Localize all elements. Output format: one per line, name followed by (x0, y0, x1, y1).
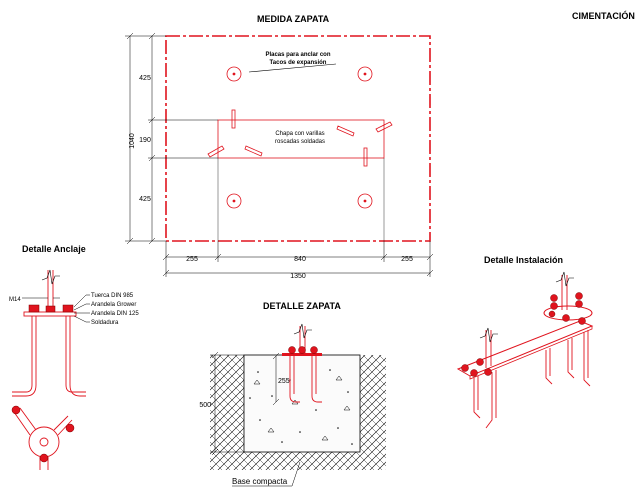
dim-left: 255 (186, 256, 198, 263)
din125-label: Arandela DIN 125 (91, 311, 139, 317)
horizontal-dimensions (162, 241, 434, 277)
anclaje-title: Detalle Anclaje (22, 244, 86, 254)
leader-line (248, 63, 337, 73)
base-label: Base compacta (232, 477, 288, 486)
bolt-plate-icon (357, 193, 373, 209)
vertical-dimensions (125, 32, 218, 245)
zapata-title: DETALLE ZAPATA (263, 301, 341, 311)
tuerca-label: Tuerca DIN 985 (91, 293, 134, 299)
bolt-plate-icon (226, 66, 242, 82)
dim-bottom: 425 (139, 196, 151, 203)
plan-title: MEDIDA ZAPATA (257, 14, 330, 24)
bolt-plate-icon (226, 193, 242, 209)
footing-section (210, 323, 386, 487)
cimentacion-title: CIMENTACIÓN (572, 10, 635, 21)
dim-right: 255 (401, 256, 413, 263)
chapa-label: Chapa con varillas (275, 131, 324, 137)
dim-center: 840 (294, 256, 306, 263)
depth-dim: 500 (199, 402, 211, 409)
bolt-plate-icon (357, 66, 373, 82)
m14-label: M14 (9, 297, 21, 303)
installation-isometric (456, 271, 594, 429)
plates-label: Placas para anclar con (265, 52, 330, 58)
grower-label: Arandela Grower (91, 302, 136, 308)
plates-label-2: Tacos de expansión (270, 60, 327, 66)
plan-view: Placas para anclar con Tacos de expansió… (165, 35, 431, 242)
instalacion-title: Detalle Instalación (484, 255, 563, 265)
nuts (461, 292, 586, 377)
soldadura-label: Soldadura (91, 320, 119, 326)
footing-outline (165, 35, 431, 242)
dim-total-height: 1040 (129, 133, 136, 149)
anchor-plate (217, 119, 385, 159)
dim-mid: 190 (139, 137, 151, 144)
chapa-label-2: roscadas soldadas (275, 139, 325, 145)
dim-total-width: 1350 (290, 273, 306, 280)
dim-top: 425 (139, 75, 151, 82)
embed-dim: 255 (278, 378, 290, 385)
threaded-rods (207, 109, 393, 167)
anchor-detail (11, 269, 90, 470)
